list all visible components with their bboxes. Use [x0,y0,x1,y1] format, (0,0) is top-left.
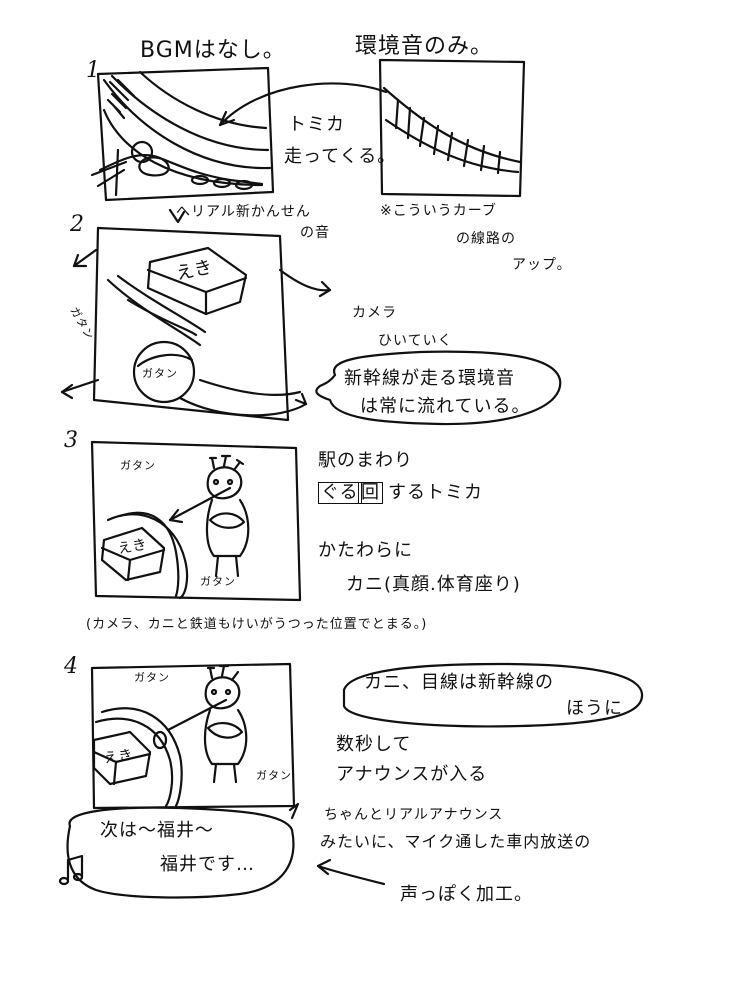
panel-4-note-5: 声っぽく加工。 [400,884,533,905]
camera-arrow-bottom-left [60,378,100,394]
panel-4-station [92,730,152,786]
closeup-rail-outer [382,86,522,164]
music-note-icon [66,854,84,882]
panel-2-station [146,246,248,316]
panel-2-circle [132,340,196,404]
panel-3-note-4: カニ(真顔.体育座り) [346,574,521,595]
panel-3-sfx-bottom: ガタン [200,575,236,588]
panel-4-bubble [342,662,644,728]
closeup-note-1: ※こういうカーブ [380,203,497,219]
panel-3-note-1: 駅のまわり [318,450,413,471]
panel-1-track [102,78,272,170]
panel-2-bubble-line-2: は常に流れている。 [360,396,531,417]
panel-3-crab [205,454,250,578]
panel-2-sfx-circle: ガタン [142,367,178,380]
panel-4-station-label: えき [103,747,135,767]
arrow-note-to-announce [316,864,386,886]
camera-arrow-bottom-right [178,396,308,417]
panel-4-bubble-line-2: ほうに [566,698,623,719]
panel-1-number: 1 [86,58,101,83]
panel-3-note-2-rest: するトミカ [388,482,483,503]
arrow-closeup-to-panel1 [218,82,388,127]
panel-4-note-3: ちゃんとリアルアナウンス [324,807,504,823]
panel-3-frame [90,440,302,602]
panel-3-camera-note: (カメラ、カニと鉄道もけいがうつった位置でとまる。) [86,617,428,632]
panel-1-train-scribble [98,154,264,186]
panel-1-frame [96,66,275,202]
panel-3-note-2-boxed-2: 回 [358,482,383,504]
tomica-note-2: 走ってくる。 [284,146,397,167]
closeup-note-3: アップ。 [512,257,572,273]
panel-4-note-2: アナウンスが入る [336,764,488,785]
announce-bubble [66,806,295,899]
panel-3-number: 3 [64,428,79,453]
panel-4-sfx-right: ガタン [256,769,292,782]
panel-4-frame [90,662,296,810]
panel-4-note-4: みたいに、マイク通した車内放送の [320,832,592,851]
closeup-rail-inner [384,118,520,174]
announce-line-2: 福井です… [160,854,255,875]
bgm-note: BGMはなし。 [140,38,286,63]
sound-note-1: へリアル新かんせん [176,204,311,220]
panel-3-note-3: かたわらに [318,540,413,561]
panel-4-bubble-line-1: カニ、目線は新幹線の [364,672,554,693]
announce-line-1: 次は〜福井〜 [100,820,214,841]
panel-2-bubble [315,350,562,426]
camera-note-2: ひいていく [378,333,453,349]
panel-4-crab [203,664,248,784]
panel-4-number: 4 [64,654,79,679]
panel-2-track [106,278,202,347]
panel-3-station [100,526,166,582]
panel-3-sfx-top: ガタン [120,459,156,472]
closeup-note-2: の線路の [456,231,516,247]
camera-arrow-right [278,268,332,292]
panel-4-note-1: 数秒して [336,734,412,755]
panel-2-number: 2 [70,212,85,237]
panel-4-track [94,717,174,808]
panel-4-sfx-top: ガタン [134,671,170,684]
closeup-frame [378,58,526,198]
camera-note-1: カメラ [352,305,397,321]
sound-note-2: の音 [300,225,330,241]
tomica-note-1: トミカ [288,114,345,135]
panel-2-bubble-line-1: 新幹線が走る環境音 [344,368,515,389]
panel-2-frame [92,226,290,422]
panel-3-track [106,513,189,600]
panel-3-note-2-boxed-1: ぐる [318,482,362,504]
camera-arrow-left [72,248,98,268]
ambient-note: 環境音のみ。 [355,34,494,59]
